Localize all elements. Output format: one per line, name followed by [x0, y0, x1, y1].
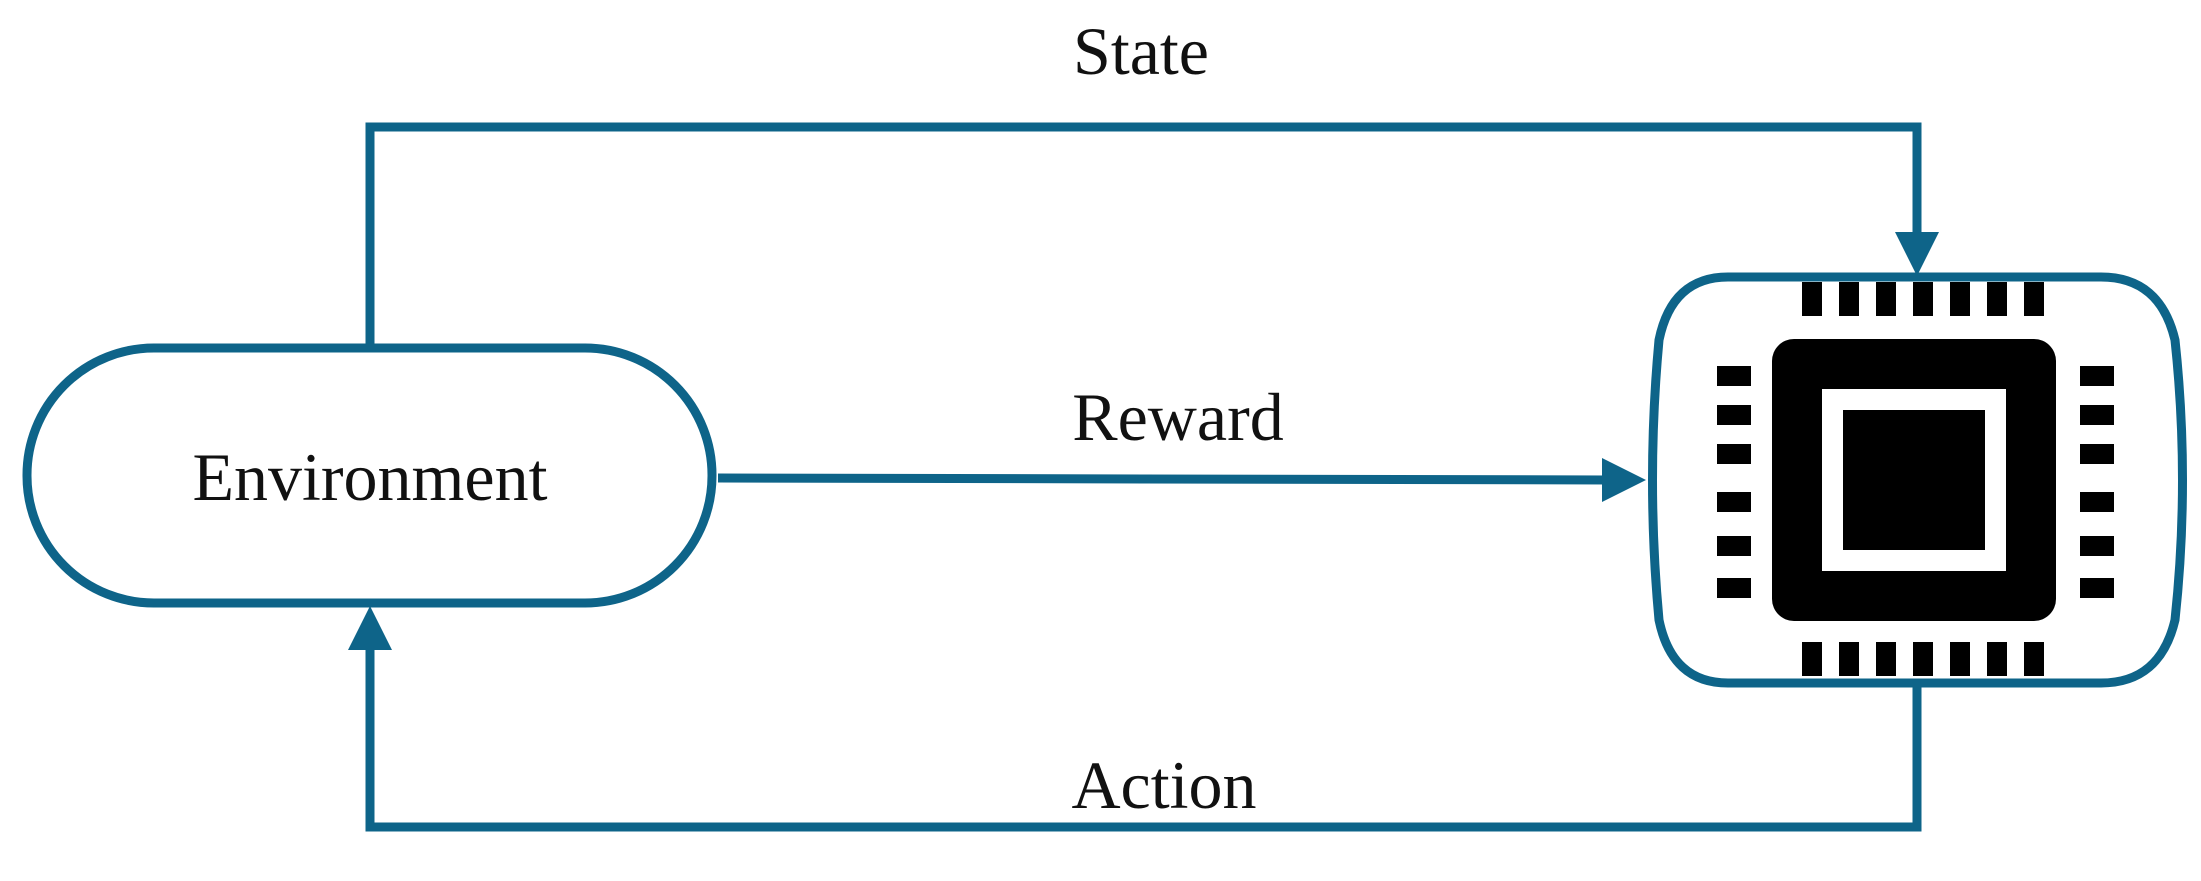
environment-node: Environment — [22, 343, 717, 608]
chip-pins-top — [1802, 282, 2044, 316]
action-arrow-line — [365, 645, 1922, 832]
reward-arrow-line — [717, 473, 1611, 485]
chip-pins-bottom — [1802, 642, 2044, 676]
reward-edge — [717, 458, 1646, 502]
reward-label: Reward — [1072, 379, 1283, 455]
state-arrowhead — [1895, 232, 1939, 276]
state-arrow-line — [365, 122, 1922, 345]
cpu-chip-icon — [1717, 282, 2114, 676]
chip-pins-left — [1717, 366, 1751, 598]
chip-core — [1843, 410, 1985, 550]
action-arrowhead — [348, 606, 392, 650]
action-edge — [348, 606, 1922, 832]
chip-pins-right — [2080, 366, 2114, 598]
reward-arrowhead — [1602, 458, 1646, 502]
state-label: State — [1073, 13, 1209, 89]
state-edge — [365, 122, 1939, 345]
agent-node — [1648, 272, 2187, 688]
environment-label: Environment — [192, 439, 547, 515]
action-label: Action — [1071, 747, 1256, 823]
environment-box — [22, 343, 717, 608]
